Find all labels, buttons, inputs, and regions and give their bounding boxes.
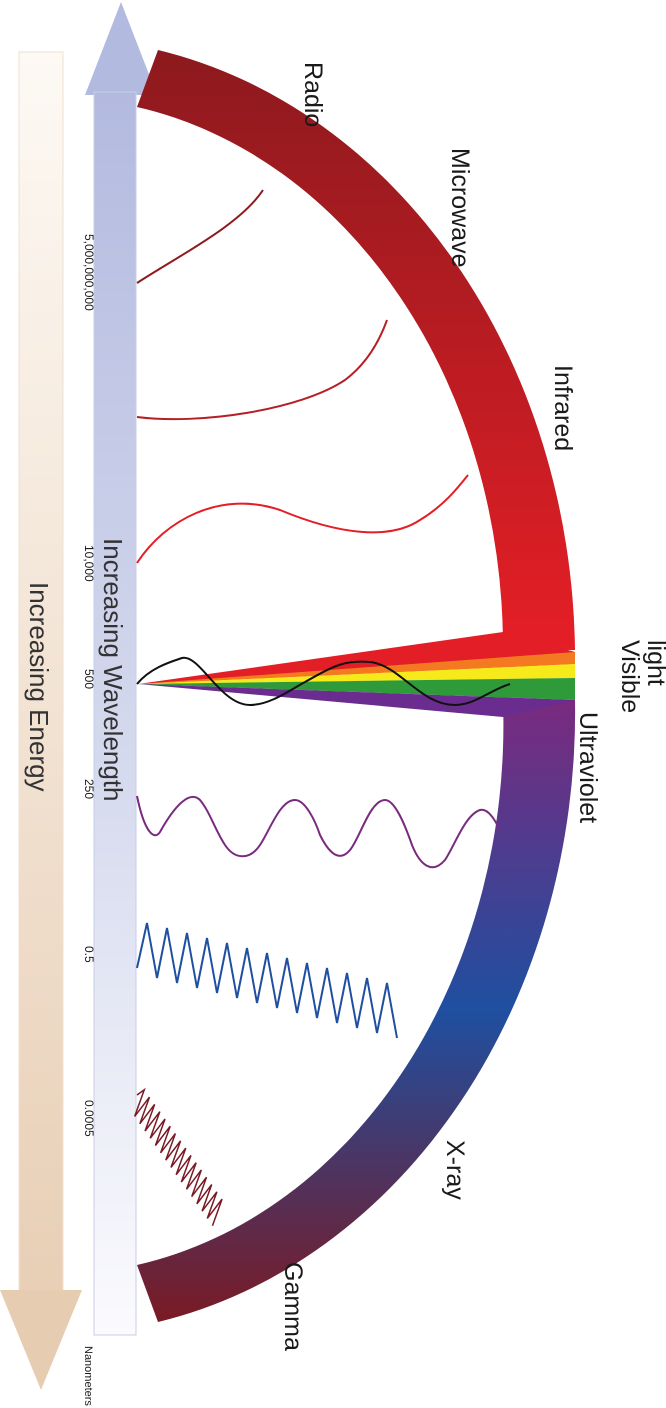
visible-light-wedge — [138, 632, 575, 717]
infrared-wave — [136, 474, 469, 564]
visible-wave — [136, 656, 511, 707]
band-label-ultraviolet: Ultraviolet — [574, 712, 602, 823]
wavelength-unit-label: Nanometers — [82, 1346, 94, 1406]
band-label-gamma: Gamma — [279, 1262, 307, 1351]
wavelength-arrow-label: Increasing Wavelength — [98, 538, 128, 802]
band-label-visible: Visiblelight — [616, 640, 666, 713]
gamma-wave — [133, 1087, 223, 1226]
band-label-xray: X-ray — [441, 1140, 469, 1200]
wavelength-arrow — [85, 2, 157, 1336]
tick-label-ultraviolet: 250 — [82, 779, 96, 799]
band-label-visible-part: light — [642, 640, 666, 686]
energy-arrow-label: Increasing Energy — [24, 582, 54, 792]
tick-label-infrared: 10,000 — [82, 545, 96, 582]
tick-label-visible: 500 — [82, 669, 96, 689]
ultraviolet-wave — [136, 795, 501, 869]
arc-radio-infrared — [137, 50, 575, 650]
band-label-infrared: Infrared — [549, 365, 577, 451]
band-label-microwave: Microwave — [446, 148, 474, 267]
energy-arrow — [0, 51, 82, 1390]
tick-label-radio: 5,000,000,000 — [82, 234, 96, 311]
arc-ultraviolet-gamma — [137, 700, 576, 1322]
radio-wave — [136, 189, 264, 284]
tick-label-gamma: 0.0005 — [82, 1100, 96, 1137]
microwave-wave — [136, 319, 388, 421]
tick-label-xray: 0.5 — [82, 946, 96, 963]
band-label-visible-part: Visible — [616, 640, 644, 713]
band-label-radio: Radio — [299, 62, 327, 127]
xray-wave — [136, 922, 398, 1039]
